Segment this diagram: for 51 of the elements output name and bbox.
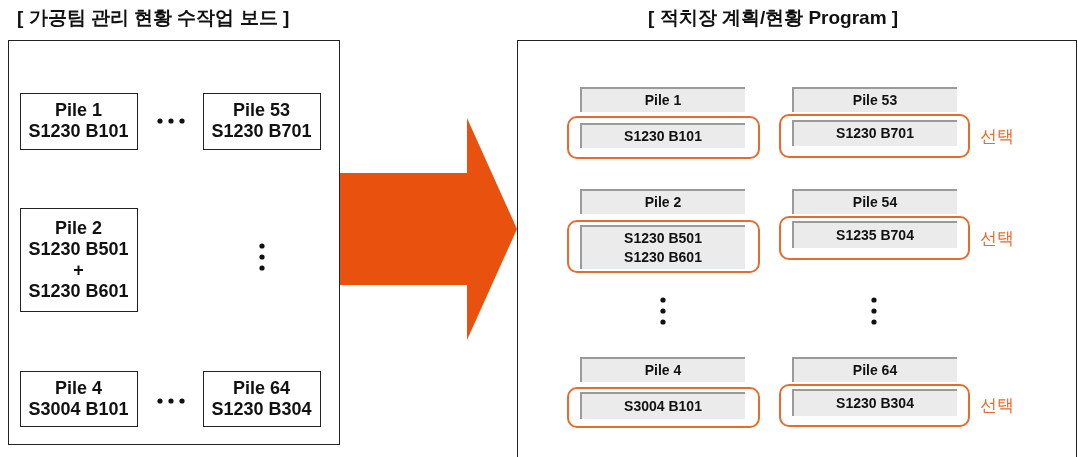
panel-title: [ 적치장 계획/현황 Program ] [648, 6, 899, 30]
stack-value-field [791, 388, 957, 416]
stack-value-field [579, 391, 745, 419]
pile-label: Pile 64 [232, 377, 290, 399]
pile-header-bar [791, 188, 957, 214]
pile-label: Pile 4 [55, 377, 102, 399]
pile-label: Pile 1 [644, 90, 682, 110]
stack-code: S3004 B101 [624, 396, 702, 416]
stack-code: S1230 B501 [624, 228, 702, 248]
pile-header-bar [579, 86, 745, 112]
stack-code: S1230 B304 [836, 393, 914, 413]
stack-code: S1235 B704 [836, 225, 914, 245]
selection-box [566, 115, 760, 159]
stack-code: + [73, 259, 84, 281]
select-label: 선택 [979, 394, 1014, 417]
pile-card [202, 370, 321, 427]
stack-code: S1230 B601 [624, 247, 702, 267]
block-arrow [340, 118, 517, 340]
stack-code: S1230 B601 [28, 280, 129, 302]
pile-card [19, 370, 138, 427]
stack-value-field [791, 220, 957, 248]
selection-box [566, 219, 760, 273]
panel-title: [ 가공팀 관리 현황 수작업 보드 ] [17, 6, 290, 30]
pile-label: Pile 54 [852, 192, 898, 212]
pile-header-bar [579, 188, 745, 214]
pile-card [19, 92, 138, 150]
stack-value-field [791, 119, 957, 146]
pile-header-bar [579, 356, 745, 382]
stack-code: S1230 B101 [28, 121, 129, 142]
pile-label: Pile 2 [644, 192, 682, 212]
pile-card [202, 92, 321, 150]
pile-label: Pile 4 [644, 360, 682, 380]
stack-value-field [579, 122, 745, 148]
stack-code: S1230 B701 [836, 124, 914, 143]
pile-label: Pile 1 [55, 100, 102, 121]
pile-label: Pile 53 [852, 90, 898, 110]
pile-label: Pile 64 [852, 360, 898, 380]
select-label: 선택 [979, 125, 1014, 147]
stack-code: S1230 B304 [211, 398, 312, 420]
select-label: 선택 [979, 227, 1014, 249]
pile-card [19, 207, 138, 312]
pile-label: Pile 53 [232, 100, 290, 121]
pile-header-bar [791, 86, 957, 112]
pile-header-bar [791, 356, 957, 382]
selection-box [566, 386, 760, 428]
stack-code: S3004 B101 [28, 398, 129, 420]
stack-code: S1230 B501 [28, 238, 129, 260]
stack-value-field [579, 224, 745, 269]
pile-label: Pile 2 [55, 217, 102, 239]
stack-code: S1230 B101 [624, 126, 702, 146]
stack-code: S1230 B701 [211, 121, 312, 142]
